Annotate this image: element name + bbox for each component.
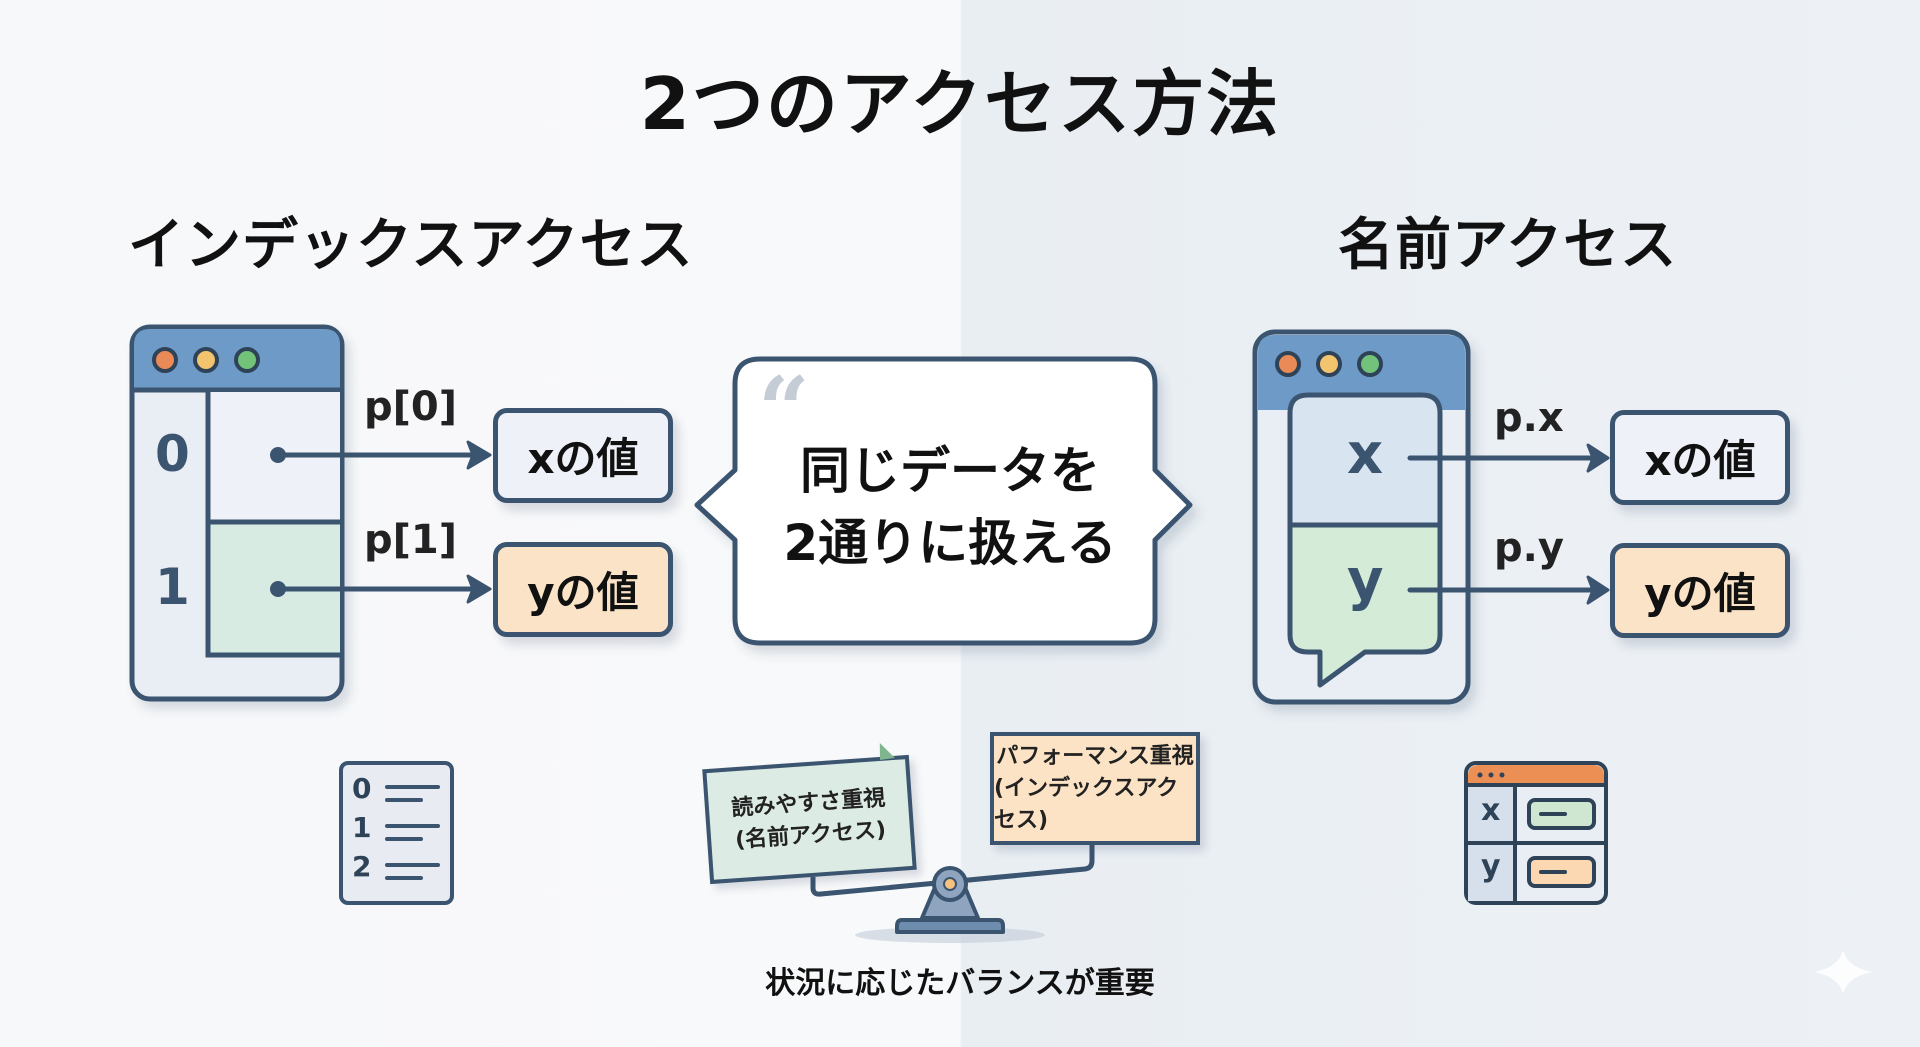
accessor-label-p0: p[0]	[364, 384, 458, 430]
key-value-table-icon	[1464, 761, 1608, 905]
performance-card-line1: パフォーマンス重視	[996, 743, 1194, 769]
index-label-0: 0	[155, 425, 190, 483]
numbered-list-icon	[339, 761, 454, 905]
window-dot-yellow-icon	[193, 347, 219, 373]
key-label-x: x	[1347, 422, 1384, 487]
key-label-y: y	[1347, 548, 1384, 613]
index-value-box-x: xの値	[493, 408, 673, 503]
readability-card: 読みやすさ重視 (名前アクセス)	[702, 754, 917, 885]
page-title: 2つのアクセス方法	[639, 62, 1281, 146]
balance-scale-icon	[810, 845, 1095, 943]
arrow-index-1	[270, 574, 492, 604]
arrow-name-y	[1407, 575, 1610, 605]
arrow-index-0	[270, 440, 492, 470]
arrow-name-x	[1407, 443, 1610, 473]
accessor-label-px: p.x	[1494, 395, 1564, 441]
center-message-line2: 2通りに扱える	[783, 514, 1117, 572]
accessor-label-py: p.y	[1494, 525, 1564, 571]
name-value-box-x: xの値	[1610, 410, 1790, 505]
window-dot-red-icon	[1275, 351, 1301, 377]
window-dot-green-icon	[1357, 351, 1383, 377]
center-message: 同じデータを 2通りに扱える	[740, 435, 1160, 579]
list-icon-num-0: 0	[352, 772, 372, 805]
table-icon-key-x: x	[1481, 793, 1501, 828]
accessor-label-p1: p[1]	[364, 517, 458, 563]
name-value-box-y: yの値	[1610, 543, 1790, 638]
window-dot-red-icon	[152, 347, 178, 373]
window-dot-green-icon	[234, 347, 260, 373]
index-access-heading: インデックスアクセス	[128, 213, 694, 278]
list-icon-num-2: 2	[352, 850, 372, 883]
index-value-box-y: yの値	[493, 542, 673, 637]
performance-card: パフォーマンス重視 (インデックスアクセス)	[990, 732, 1200, 845]
index-label-1: 1	[155, 558, 190, 616]
balance-caption: 状況に応じたバランスが重要	[765, 966, 1155, 1001]
name-record-bubble	[1287, 392, 1443, 688]
table-icon-key-y: y	[1481, 849, 1501, 884]
window-dot-yellow-icon	[1316, 351, 1342, 377]
center-speech-bubble	[694, 356, 1193, 646]
quote-mark-icon: “	[758, 357, 810, 463]
list-icon-num-1: 1	[352, 811, 372, 844]
name-access-heading: 名前アクセス	[1338, 213, 1678, 278]
center-message-line1: 同じデータを	[800, 442, 1100, 500]
performance-card-line2: (インデックスアクセス)	[994, 775, 1179, 833]
